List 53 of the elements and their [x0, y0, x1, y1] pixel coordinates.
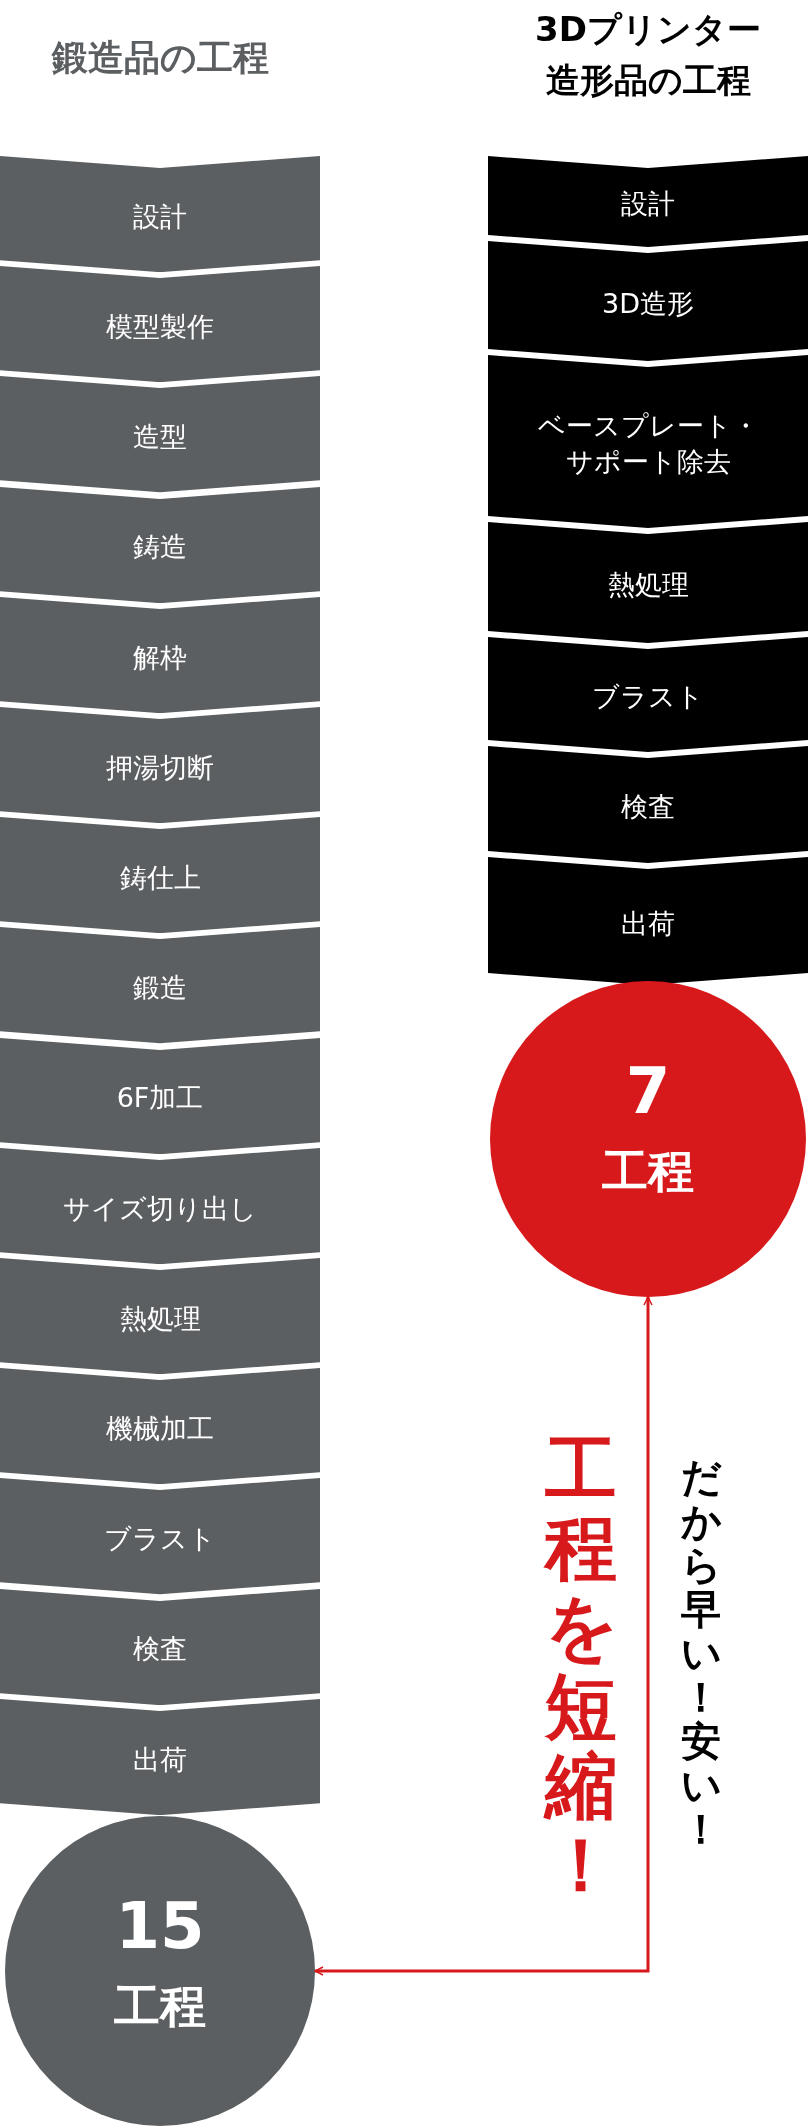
process-step-banner [0, 376, 320, 493]
process-step-banner [0, 1588, 320, 1705]
double-arrow [314, 1296, 653, 1976]
step-label: 押湯切断 [105, 750, 215, 785]
step-label: 出荷 [132, 1742, 188, 1777]
step-label: 検査 [132, 1632, 188, 1667]
process-step-banner [0, 1478, 320, 1595]
step-label: サイズ切り出し [62, 1191, 258, 1226]
step-label: 設計 [132, 199, 188, 234]
process-step-banner [0, 156, 320, 273]
step-label: 6F加工 [115, 1081, 205, 1116]
process-step-banner [488, 355, 808, 528]
step-label: 熱処理 [118, 1301, 202, 1336]
process-step-banner [488, 156, 808, 247]
process-step-banner [0, 486, 320, 603]
step-label: 検査 [620, 790, 676, 825]
process-step-banner [488, 241, 808, 361]
process-step-banner [0, 1258, 320, 1375]
step-label: ブラスト [591, 680, 705, 715]
step-label: 出荷 [620, 906, 676, 941]
step-label: 造型 [132, 420, 188, 455]
step-count-unit: 工程 [601, 1146, 695, 1197]
step-count-unit: 工程 [113, 1981, 207, 2032]
column-heading: 鍛造品の工程 [50, 36, 270, 80]
step-label: 3D造形 [601, 286, 695, 321]
process-step-banner [488, 522, 808, 643]
process-step-banner [488, 746, 808, 863]
process-step-banner [0, 1698, 320, 1815]
step-label: 機械加工 [105, 1412, 215, 1447]
step-label: ブラスト [103, 1522, 217, 1557]
step-label: 鋳仕上 [118, 861, 202, 896]
step-label: 模型製作 [105, 310, 215, 345]
process-step-banner [0, 266, 320, 383]
process-step-banner [0, 927, 320, 1044]
step-label: ベースプレート・サポート除去 [536, 409, 760, 480]
vertical-tagline: だから早い！安い！ [681, 1455, 721, 1851]
process-step-banner [0, 1368, 320, 1485]
step-label: 設計 [620, 187, 676, 222]
process-step-banner [0, 707, 320, 824]
process-step-banner [0, 1147, 320, 1264]
vertical-slogan: 工程を短縮！ [545, 1430, 617, 1906]
process-step-banner [488, 637, 808, 752]
process-step-banner [0, 817, 320, 934]
step-label: 熱処理 [606, 568, 690, 603]
process-step-banner [488, 857, 808, 985]
step-label: 鋳造 [132, 530, 188, 565]
step-count-number: 15 [114, 1891, 206, 1962]
step-label: 解枠 [132, 640, 188, 675]
column-heading: 3Dプリンター造形品の工程 [534, 8, 762, 102]
process-step-banner [0, 596, 320, 713]
step-label: 鍛造 [132, 971, 188, 1006]
step-count-number: 7 [624, 1056, 672, 1127]
process-step-banner [0, 1037, 320, 1154]
